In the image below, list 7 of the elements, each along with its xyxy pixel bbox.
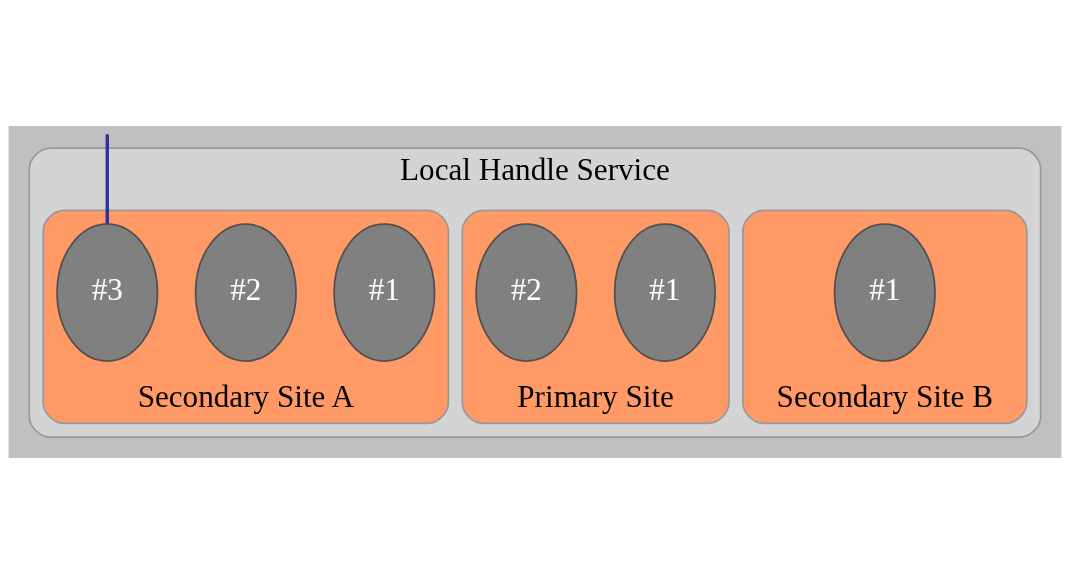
node-ellipse: #1 (833, 223, 936, 362)
node-ellipse: #3 (56, 223, 159, 362)
node-ellipse: #1 (333, 223, 436, 362)
node-ellipse: #1 (613, 223, 716, 362)
connector (105, 134, 109, 224)
node-ellipse: #2 (194, 223, 297, 362)
node-ellipse: #2 (475, 223, 578, 362)
